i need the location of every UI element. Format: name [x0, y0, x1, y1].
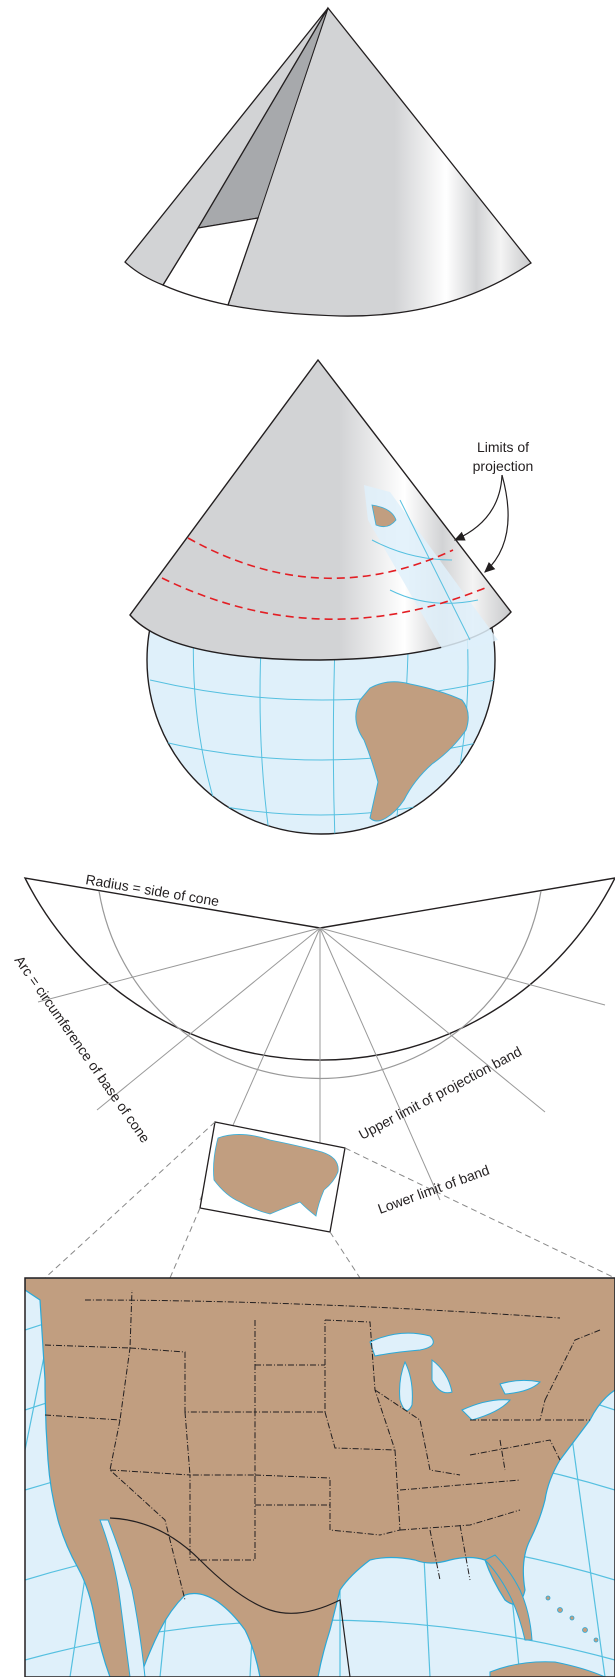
cone-right-sheet — [227, 6, 532, 317]
great-lakes — [369, 1332, 542, 1421]
mexico-border — [109, 1517, 351, 1677]
usa-small-map — [213, 1134, 339, 1217]
usa-landmass — [25, 1278, 615, 1677]
lower-limit-dashed — [161, 577, 486, 620]
islands — [545, 1595, 599, 1643]
window-landmass — [371, 504, 397, 528]
cone-gap — [162, 217, 259, 306]
limits-label-line1: Limits of — [477, 439, 529, 455]
callout-arrow-upper — [453, 474, 503, 541]
state-borders — [44, 1289, 601, 1601]
baja-california — [99, 1519, 146, 1677]
lower-limit-label: Lower limit of band — [376, 1162, 492, 1217]
callout-arrow-lower — [484, 474, 509, 573]
zoom-guides — [44, 1121, 615, 1279]
open-cone — [124, 6, 532, 317]
cone-window — [364, 485, 498, 654]
upper-limit-label: Upper limit of projection band — [356, 1043, 524, 1143]
cuba — [489, 1661, 606, 1677]
map-border — [24, 1277, 615, 1677]
cone-left-sheet — [124, 7, 329, 286]
unrolled-cone: Radius = side of cone Arc = circumferenc… — [12, 871, 615, 1279]
florida — [484, 1554, 533, 1641]
usa-detail-map — [24, 1277, 615, 1677]
cone-on-globe: Limits of projection — [129, 358, 534, 835]
south-america — [355, 681, 469, 822]
upper-limit-dashed — [187, 537, 454, 580]
limits-label-line2: projection — [473, 458, 534, 474]
window-graticule — [371, 499, 479, 641]
